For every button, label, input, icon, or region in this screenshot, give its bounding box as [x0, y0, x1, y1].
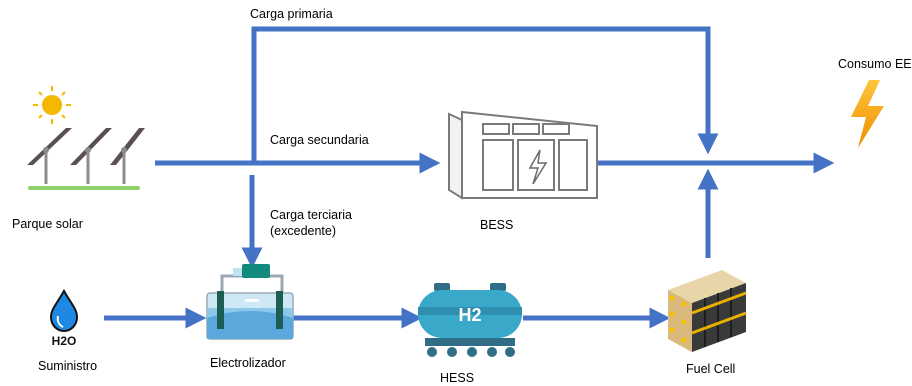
arrow-carga-primaria	[251, 26, 719, 163]
label-fuel-cell: Fuel Cell	[686, 362, 736, 376]
lightning-icon	[851, 80, 884, 148]
label-consumo-ee: Consumo EE	[838, 57, 912, 71]
water-drop-icon: H2O	[49, 288, 79, 348]
label-electrolizador: Electrolizador	[210, 356, 286, 370]
label-hess: HESS	[440, 371, 475, 385]
h2o-text: H2O	[52, 334, 77, 348]
battery-icon	[448, 110, 598, 200]
flow-arrows	[104, 26, 835, 329]
label-suministro: Suministro	[38, 359, 98, 373]
h2-text: H2	[458, 305, 481, 325]
electrolyzer-icon	[206, 264, 294, 340]
label-carga-terciaria-line2: (excedente)	[270, 224, 337, 238]
fuel-cell-icon	[668, 270, 747, 352]
label-carga-primaria: Carga primaria	[250, 7, 333, 21]
label-carga-secundaria: Carga secundaria	[270, 133, 369, 147]
solar-panel-icon	[27, 86, 145, 190]
label-bess: BESS	[480, 218, 514, 232]
label-carga-terciaria: Carga terciaria (excedente)	[270, 207, 352, 239]
label-parque-solar: Parque solar	[12, 217, 83, 231]
hydrogen-tank-icon: H2	[418, 283, 522, 357]
label-carga-terciaria-line1: Carga terciaria	[270, 208, 352, 222]
